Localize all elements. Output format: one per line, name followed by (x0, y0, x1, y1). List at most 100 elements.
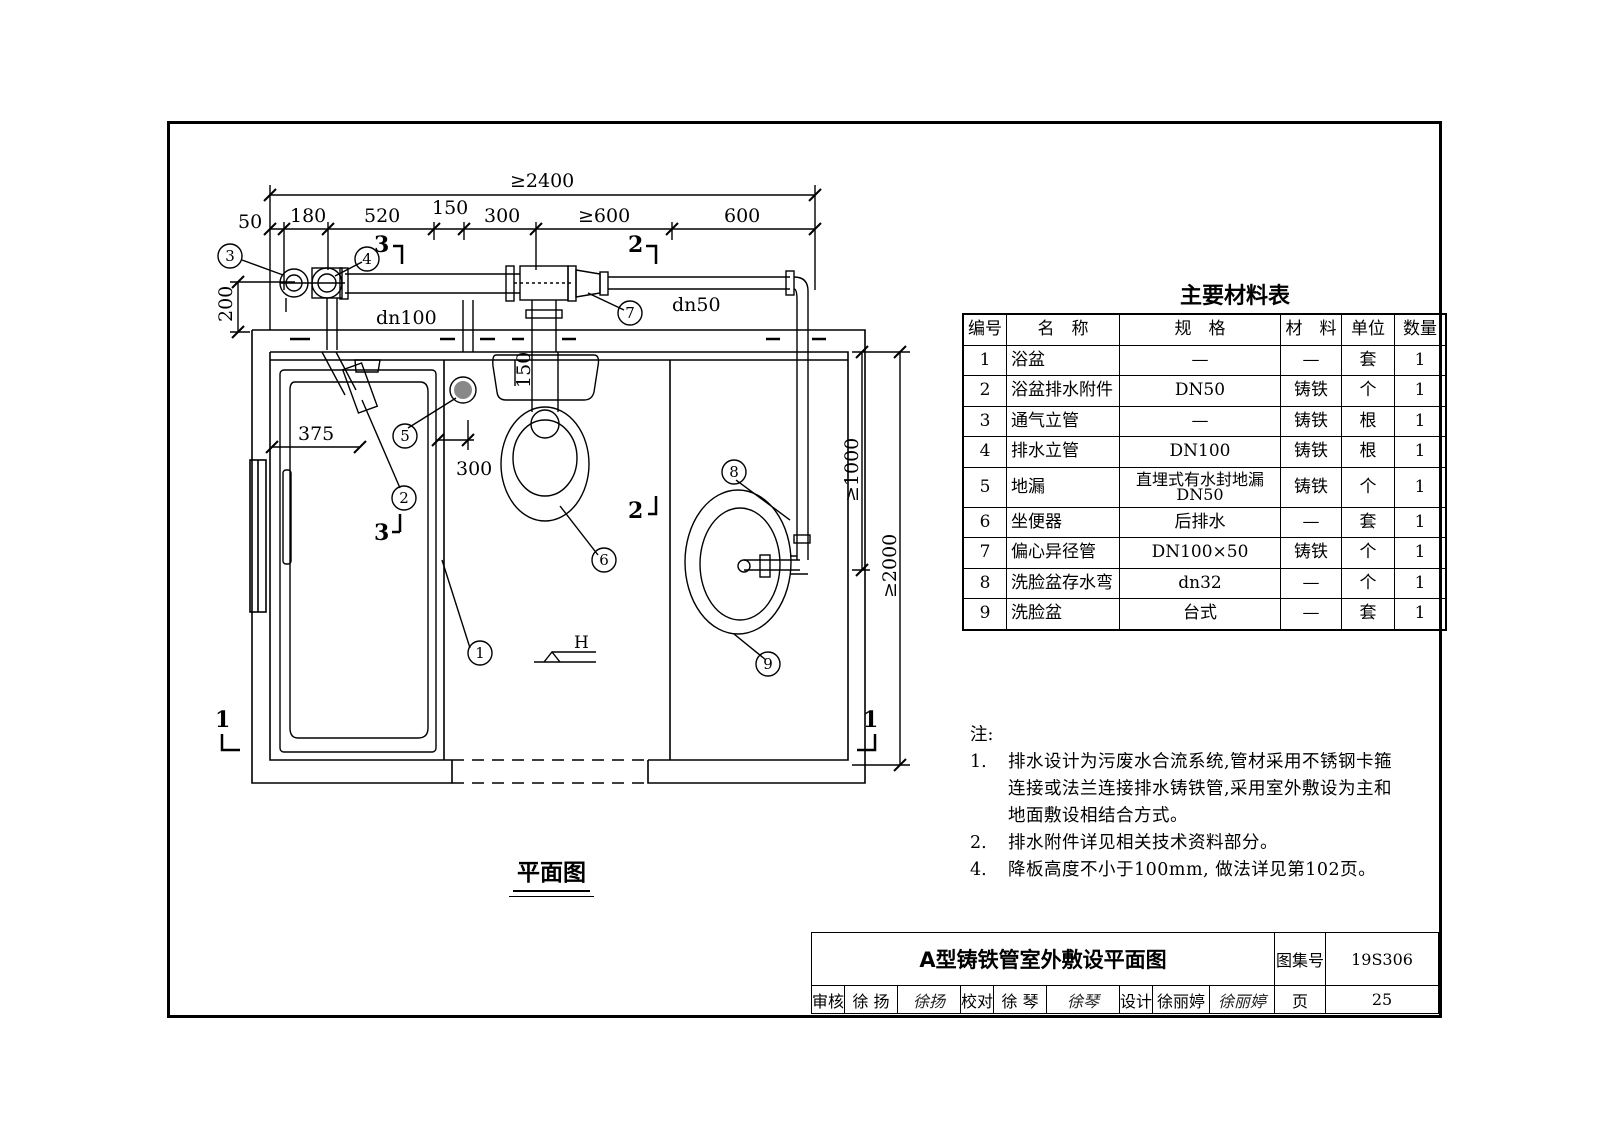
cell-spec: DN50 (1119, 375, 1281, 407)
cell-spec: — (1119, 405, 1281, 437)
cell-name: 坐便器 (1006, 506, 1120, 538)
bathtub (279, 351, 437, 753)
dim-300-floor-drain: 300 (456, 458, 492, 480)
dim-2000: ≥2000 (879, 534, 901, 598)
plan-title: 平面图 (509, 853, 594, 897)
dim-600-min: ≥600 (578, 205, 630, 227)
cell-spec: 直埋式有水封地漏 DN50 (1119, 466, 1281, 508)
cell-qty: 1 (1394, 344, 1447, 376)
level-mark-label: H (574, 633, 589, 653)
cell-material: — (1280, 567, 1342, 599)
review-label: 审核 (810, 985, 846, 1014)
cell-unit: 根 (1341, 405, 1395, 437)
note-number: 1. (970, 752, 987, 772)
cell-material: — (1280, 506, 1342, 538)
left-dimension-200: 200 (215, 275, 295, 339)
callout-2 (391, 485, 417, 511)
callout-6-label: 6 (599, 551, 609, 569)
cell-material: 铸铁 (1280, 436, 1342, 468)
cell-no: 9 (962, 598, 1007, 630)
cell-material: 铸铁 (1280, 375, 1342, 407)
col-header-no: 编号 (962, 313, 1007, 346)
dim-520: 520 (364, 205, 400, 227)
callout-7 (617, 300, 643, 326)
callout-8-label: 8 (729, 463, 739, 481)
cell-material: 铸铁 (1280, 405, 1342, 437)
section-2-top: 2 (628, 232, 643, 258)
cell-unit: 套 (1341, 344, 1395, 376)
cell-no: 7 (962, 537, 1007, 569)
checker-signature: 徐琴 (1046, 985, 1121, 1014)
callout-4 (354, 246, 380, 272)
callout-1 (467, 640, 493, 666)
right-dimensions: ≥1000 ≥2000 (841, 345, 910, 772)
cell-spec: dn32 (1119, 567, 1281, 599)
section-marks (220, 244, 877, 752)
cell-material: — (1280, 344, 1342, 376)
callout-1-label: 1 (475, 644, 485, 662)
col-header-material: 材 料 (1280, 313, 1342, 346)
cell-spec: — (1119, 344, 1281, 376)
note-text: 排水设计为污废水合流系统,管材采用不锈钢卡箍连接或法兰连接排水铸铁管,采用室外敷… (1008, 752, 1393, 826)
callout-9 (755, 651, 781, 677)
col-header-name: 名 称 (1006, 313, 1120, 346)
level-mark: H (534, 633, 596, 663)
title-block: A型铸铁管室外敷设平面图 图集号 19S306 审核 徐 扬 徐扬 校对 徐 琴… (810, 932, 1440, 1014)
callout-9-label: 9 (763, 655, 773, 673)
cell-no: 2 (962, 375, 1007, 407)
cell-qty: 1 (1394, 466, 1447, 508)
cell-name: 浴盆排水附件 (1006, 375, 1120, 407)
cell-name: 地漏 (1006, 466, 1120, 508)
cell-name: 排水立管 (1006, 436, 1120, 468)
cell-spec: DN100 (1119, 436, 1281, 468)
note-item: 4.降板高度不小于100mm, 做法详见第102页。 (970, 857, 1408, 884)
cell-spec: 台式 (1119, 598, 1281, 630)
cell-no: 4 (962, 436, 1007, 468)
atlas-no-label: 图集号 (1274, 932, 1327, 986)
cell-no: 3 (962, 405, 1007, 437)
top-dimensions: ≥2400 50 180 520 150 300 ≥600 600 (238, 170, 822, 330)
col-header-spec: 规 格 (1119, 313, 1281, 346)
col-header-unit: 单位 (1341, 313, 1395, 346)
cell-no: 1 (962, 344, 1007, 376)
note-number: 4. (970, 860, 987, 880)
outdoor-pipes (279, 265, 809, 560)
callout-5-label: 5 (400, 427, 410, 445)
section-2-bottom: 2 (628, 498, 643, 524)
atlas-no: 19S306 (1325, 932, 1440, 986)
cell-qty: 1 (1394, 567, 1447, 599)
cell-qty: 1 (1394, 537, 1447, 569)
section-3-top: 3 (374, 232, 389, 258)
cell-qty: 1 (1394, 598, 1447, 630)
page-label: 页 (1274, 985, 1327, 1014)
notes-label: 注: (970, 725, 994, 745)
cell-unit: 根 (1341, 436, 1395, 468)
cell-no: 8 (962, 567, 1007, 599)
callout-8 (721, 459, 747, 485)
note-text: 排水附件详见相关技术资料部分。 (1008, 833, 1278, 853)
toilet: 150 (492, 352, 600, 522)
note-item: 2. 排水附件详见相关技术资料部分。 (970, 830, 1408, 857)
callouts (217, 243, 791, 677)
dim-375-line: 375 (265, 423, 367, 454)
materials-table-title: 主要材料表 (1180, 284, 1291, 309)
dim-200: 200 (215, 286, 237, 322)
cell-name: 洗脸盆存水弯 (1006, 567, 1120, 599)
cell-qty: 1 (1394, 375, 1447, 407)
note-number: 2. (970, 833, 987, 853)
callout-7-label: 7 (625, 304, 635, 322)
dim-150-vertical: 150 (513, 352, 535, 388)
pipe-label-dn100: dn100 (376, 307, 437, 329)
checker-name: 徐 琴 (993, 985, 1048, 1014)
floor-drain: 300 (431, 376, 492, 480)
cell-qty: 1 (1394, 506, 1447, 538)
callout-3 (217, 243, 243, 269)
cell-name: 偏心异径管 (1006, 537, 1120, 569)
dim-300: 300 (484, 205, 520, 227)
section-3-bottom: 3 (374, 520, 389, 546)
